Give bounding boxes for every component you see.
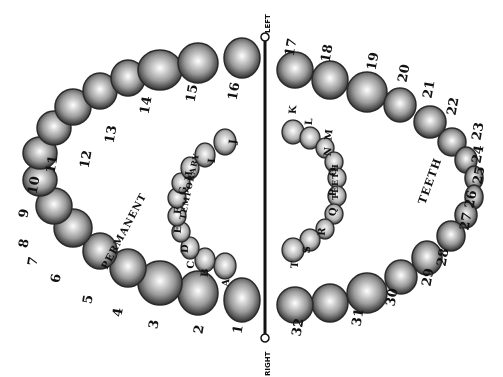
permanent-number-30: 30 [384, 287, 402, 307]
permanent-number-2: 2 [191, 324, 207, 336]
permanent-number-13: 13 [103, 124, 121, 144]
permanent-tooth-16 [224, 38, 260, 78]
temporary-letter-k: K [288, 105, 300, 115]
permanent-number-11: 11 [44, 154, 62, 174]
permanent-number-19: 19 [365, 51, 383, 71]
permanent-number-1: 1 [230, 324, 246, 336]
left-marker [261, 33, 269, 41]
permanent-tooth-18 [312, 61, 348, 99]
permanent-number-6: 6 [48, 273, 64, 285]
permanent-number-12: 12 [78, 149, 96, 169]
temporary-letter-t: T [290, 260, 302, 269]
permanent-number-24: 24 [470, 144, 488, 164]
permanent-number-20: 20 [396, 63, 414, 83]
permanent-number-26: 26 [463, 189, 481, 209]
temporary-letter-i: I [207, 158, 218, 164]
temporary-teeth [168, 120, 346, 279]
temporary-tooth-a [214, 253, 236, 279]
temporary-teeth-label: TEETH [330, 163, 340, 200]
permanent-number-29: 29 [420, 267, 438, 287]
permanent-number-32: 32 [290, 317, 308, 337]
permanent-tooth-20 [384, 88, 416, 122]
permanent-number-17: 17 [283, 37, 301, 57]
permanent-tooth-31 [312, 284, 348, 322]
permanent-number-4: 4 [110, 307, 126, 319]
permanent-number-3: 3 [146, 319, 162, 331]
permanent-number-21: 21 [421, 79, 439, 99]
permanent-number-27: 27 [458, 211, 476, 231]
temporary-letter-a: A [221, 278, 233, 288]
temporary-letter-q: Q [328, 207, 340, 217]
permanent-number-9: 9 [16, 208, 32, 220]
temporary-letter-n: N [323, 147, 335, 157]
temporary-letter-m: M [324, 129, 336, 141]
permanent-number-7: 7 [25, 256, 41, 268]
left-label: LEFT [264, 14, 272, 33]
permanent-number-22: 22 [445, 96, 463, 116]
temporary-tooth-t [282, 238, 304, 262]
permanent-number-14: 14 [138, 95, 156, 115]
temporary-letter-l: L [304, 118, 316, 126]
permanent-number-15: 15 [184, 83, 202, 103]
permanent-number-10: 10 [26, 175, 44, 195]
permanent-number-18: 18 [319, 43, 337, 63]
permanent-tooth-2 [178, 271, 218, 315]
permanent-teeth [23, 38, 483, 323]
temporary-letter-j: J [228, 139, 239, 146]
permanent-number-16: 16 [226, 81, 244, 101]
permanent-tooth-14 [138, 50, 182, 90]
temporary-letter-e: E [173, 225, 185, 234]
permanent-tooth-19 [347, 72, 387, 112]
permanent-number-23: 23 [470, 121, 488, 141]
temporary-letter-s: S [302, 246, 314, 254]
temporary-letter-d: D [180, 244, 192, 254]
right-marker [261, 334, 269, 342]
temporary-letter-b: B [200, 268, 212, 277]
permanent-number-8: 8 [16, 238, 32, 250]
permanent-tooth-15 [178, 43, 218, 83]
permanent-tooth-30 [347, 273, 387, 313]
permanent-number-25: 25 [471, 165, 489, 185]
right-label: RIGHT [264, 351, 272, 376]
temporary-letter-c: C [186, 260, 198, 269]
permanent-number-28: 28 [435, 247, 453, 267]
permanent-number-31: 31 [350, 307, 368, 327]
teeth-arch-label: TEETH [416, 156, 445, 206]
permanent-number-5: 5 [80, 294, 96, 306]
